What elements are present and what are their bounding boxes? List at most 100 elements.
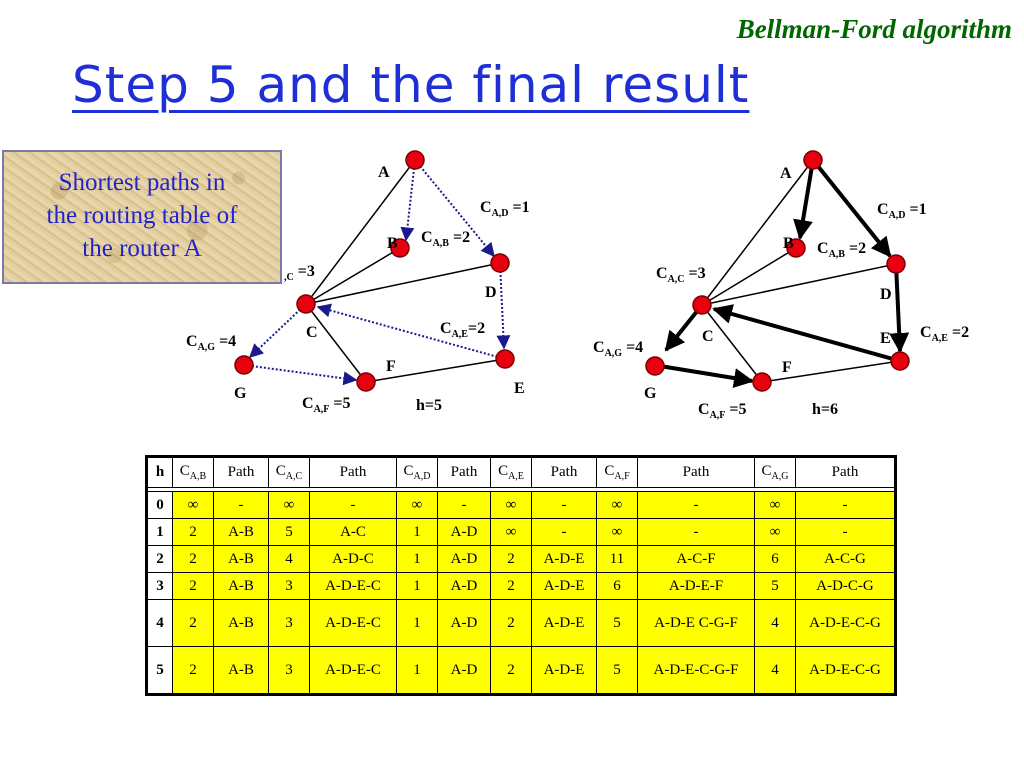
dotted-arrow-a-b [400, 159, 416, 242]
node-b [786, 238, 806, 258]
row-hop-cell: 3 [146, 572, 173, 600]
edge-f-e [365, 358, 506, 383]
cost-cell: 1 [396, 599, 438, 647]
path-cell: A-B [213, 599, 269, 647]
path-cell: A-D [437, 599, 491, 647]
graph-right: A B C D E F G CA,D=1 CA,B=2 CA,C=3 CA,E=… [593, 150, 969, 421]
cost-label-ad: CA,D=1 [877, 201, 927, 221]
path-cell: - [637, 518, 755, 546]
cost-cell: 5 [596, 599, 638, 647]
cost-cell: 6 [754, 545, 796, 573]
path-cell: A-D [437, 518, 491, 546]
bold-arrow-a-d [811, 158, 892, 258]
edge-a-c [305, 159, 416, 305]
path-cell: A-D-E-C [309, 572, 397, 600]
cost-cell: 5 [754, 572, 796, 600]
node-e [495, 349, 515, 369]
node-label-g: G [234, 385, 247, 402]
note-line: the router A [82, 235, 202, 262]
cost-cell: 2 [172, 545, 214, 573]
cost-cell: 2 [490, 572, 532, 600]
graph-left: A B C D E F G CA,D=1 CA,B=2 ,C=3 CA,E=2 … [186, 150, 530, 415]
node-label-f: F [386, 358, 396, 375]
cost-label-af: CA,F=5 [698, 401, 747, 421]
path-cell: A-D-C [309, 545, 397, 573]
cost-cell: ∞ [396, 491, 438, 519]
cost-cell: 4 [754, 599, 796, 647]
path-cell: A-D [437, 545, 491, 573]
header-path: Path [213, 456, 269, 488]
path-cell: - [637, 491, 755, 519]
hop-count-right: h=6 [812, 401, 838, 418]
table-header-row: h CA,B Path CA,C Path CA,D Path CA,E Pat… [146, 456, 896, 488]
edge-c-d [305, 262, 501, 305]
node-a [405, 150, 425, 170]
dotted-arrow-c-g [248, 303, 307, 358]
cost-cell: ∞ [268, 491, 310, 519]
header-path: Path [531, 456, 597, 488]
path-cell: A-D-C-G [795, 572, 896, 600]
cost-label-ag: CA,G=4 [593, 339, 643, 359]
node-label-c: C [306, 324, 318, 341]
header-cost-ac: CA,C [268, 456, 310, 488]
cost-label-ac: ,C=3 [284, 263, 315, 283]
cost-cell: 4 [268, 545, 310, 573]
routing-table: h CA,B Path CA,C Path CA,D Path CA,E Pat… [145, 455, 897, 696]
header-cost-af: CA,F [596, 456, 638, 488]
path-cell: A-D-E-C-G-F [637, 646, 755, 695]
path-cell: A-C-G [795, 545, 896, 573]
bold-arrow-g-f [659, 364, 754, 388]
node-label-d: D [485, 284, 497, 301]
dotted-arrow-e-c [316, 303, 506, 360]
row-hop-cell: 2 [146, 545, 173, 573]
cost-cell: ∞ [596, 518, 638, 546]
cost-cell: 3 [268, 572, 310, 600]
path-cell: A-B [213, 518, 269, 546]
node-label-e: E [880, 330, 891, 347]
cost-cell: 5 [268, 518, 310, 546]
cost-label-ag: CA,G=4 [186, 333, 236, 353]
header-path: Path [309, 456, 397, 488]
cost-cell: ∞ [490, 518, 532, 546]
cost-label-ab: CA,B=2 [817, 240, 866, 260]
cost-cell: 1 [396, 545, 438, 573]
table-row: 0∞-∞-∞-∞-∞-∞- [146, 491, 896, 519]
path-cell: A-C [309, 518, 397, 546]
node-c [296, 294, 316, 314]
edge-f-e [761, 360, 901, 383]
header-cost-ae: CA,E [490, 456, 532, 488]
cost-cell: 3 [268, 599, 310, 647]
edge-c-f [305, 303, 367, 383]
path-cell: - [795, 518, 896, 546]
cost-cell: 1 [396, 518, 438, 546]
path-cell: A-D [437, 646, 491, 695]
node-label-a: A [378, 164, 390, 181]
path-cell: A-B [213, 646, 269, 695]
node-label-c: C [702, 328, 714, 345]
row-hop-cell: 0 [146, 491, 173, 519]
hop-count-left: h=5 [416, 397, 442, 414]
node-g [234, 355, 254, 375]
cost-label-ae: CA,E=2 [920, 324, 969, 344]
cost-label-ac: CA,C=3 [656, 265, 706, 285]
node-d [490, 253, 510, 273]
edge-c-b [305, 247, 401, 305]
node-d [886, 254, 906, 274]
edge-a-c [701, 159, 814, 306]
cost-cell: ∞ [754, 518, 796, 546]
cost-label-af: CA,F=5 [302, 395, 351, 415]
cost-cell: 3 [268, 646, 310, 695]
node-f [356, 372, 376, 392]
header-cost-ab: CA,B [172, 456, 214, 488]
edge-c-d [701, 263, 897, 306]
node-b [390, 238, 410, 258]
path-cell: A-D-E [531, 646, 597, 695]
cost-cell: ∞ [754, 491, 796, 519]
note-line: the routing table of [46, 202, 238, 229]
edge-c-b [701, 247, 797, 306]
